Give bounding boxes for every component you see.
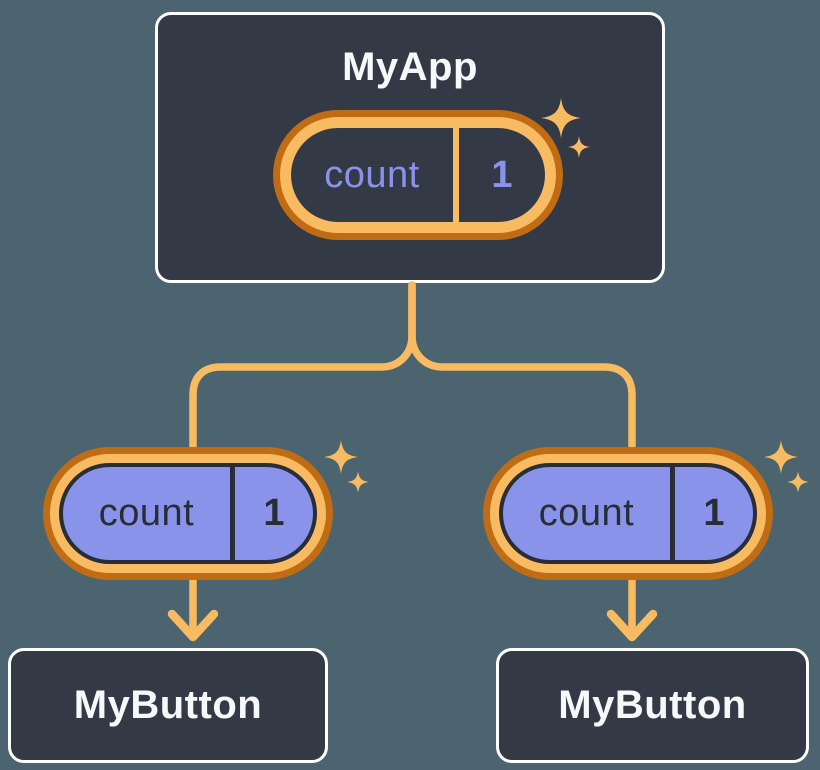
pill-ring: count 1 (490, 454, 766, 573)
component-title-mybutton-right: MyButton (558, 683, 747, 727)
component-title-mybutton-left: MyButton (73, 683, 263, 727)
state-value: 1 (491, 153, 513, 196)
prop-pill-mybutton-left: count 1 (43, 447, 333, 580)
prop-name: count (98, 492, 195, 534)
state-name: count (324, 153, 420, 196)
connector-branch-right (408, 281, 636, 454)
prop-value: 1 (703, 492, 725, 534)
arrow-down-icon (167, 609, 219, 642)
pill-ring: count 1 (280, 117, 556, 233)
prop-value: 1 (263, 492, 285, 534)
connector-branch-left (189, 281, 416, 454)
arrow-down-icon (606, 609, 658, 642)
pill-ring: count 1 (50, 454, 326, 573)
prop-name: count (538, 492, 635, 534)
pill-divider (670, 467, 675, 560)
pill-divider (230, 467, 235, 560)
component-node-mybutton-left: MyButton (8, 648, 328, 763)
component-node-mybutton-right: MyButton (496, 648, 809, 763)
pill-divider (453, 128, 459, 222)
prop-pill-mybutton-right: count 1 (483, 447, 773, 580)
state-pill-myapp: count 1 (273, 110, 563, 240)
component-title-myapp: MyApp (342, 45, 478, 89)
